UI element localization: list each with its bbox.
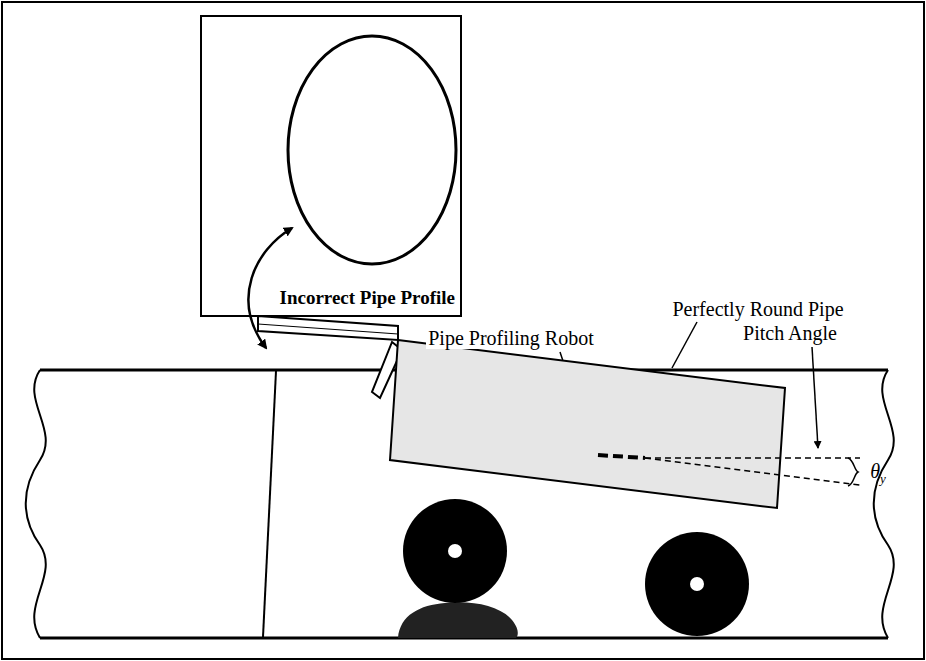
inset-box: Incorrect Pipe Profile (200, 15, 462, 317)
pipe-break-left (26, 370, 46, 638)
front-wheel (403, 499, 507, 603)
leader-line (812, 347, 818, 448)
pitch-axis (598, 455, 645, 458)
wheel-hub (690, 577, 704, 591)
wheel-hub (448, 544, 462, 558)
profile-plane (263, 371, 276, 637)
inset-caption: Incorrect Pipe Profile (279, 287, 455, 309)
leader-line (672, 322, 697, 368)
angle-symbol: θy (868, 460, 888, 486)
pitch-tilted (645, 458, 860, 485)
angle-label: Pitch Angle (741, 322, 839, 344)
pipe-label: Perfectly Round Pipe (670, 298, 845, 320)
angle-bracket (848, 458, 858, 486)
probe-arm (258, 316, 398, 340)
obstacle-bump (398, 602, 518, 638)
rear-wheel (645, 532, 749, 636)
robot-body (390, 340, 785, 508)
profile-ellipse (288, 36, 456, 264)
pitch-horizontal (645, 457, 860, 459)
robot-label: Pipe Profiling Robot (426, 327, 596, 349)
pipe-break-right (874, 370, 894, 638)
probe-arm (258, 324, 398, 334)
